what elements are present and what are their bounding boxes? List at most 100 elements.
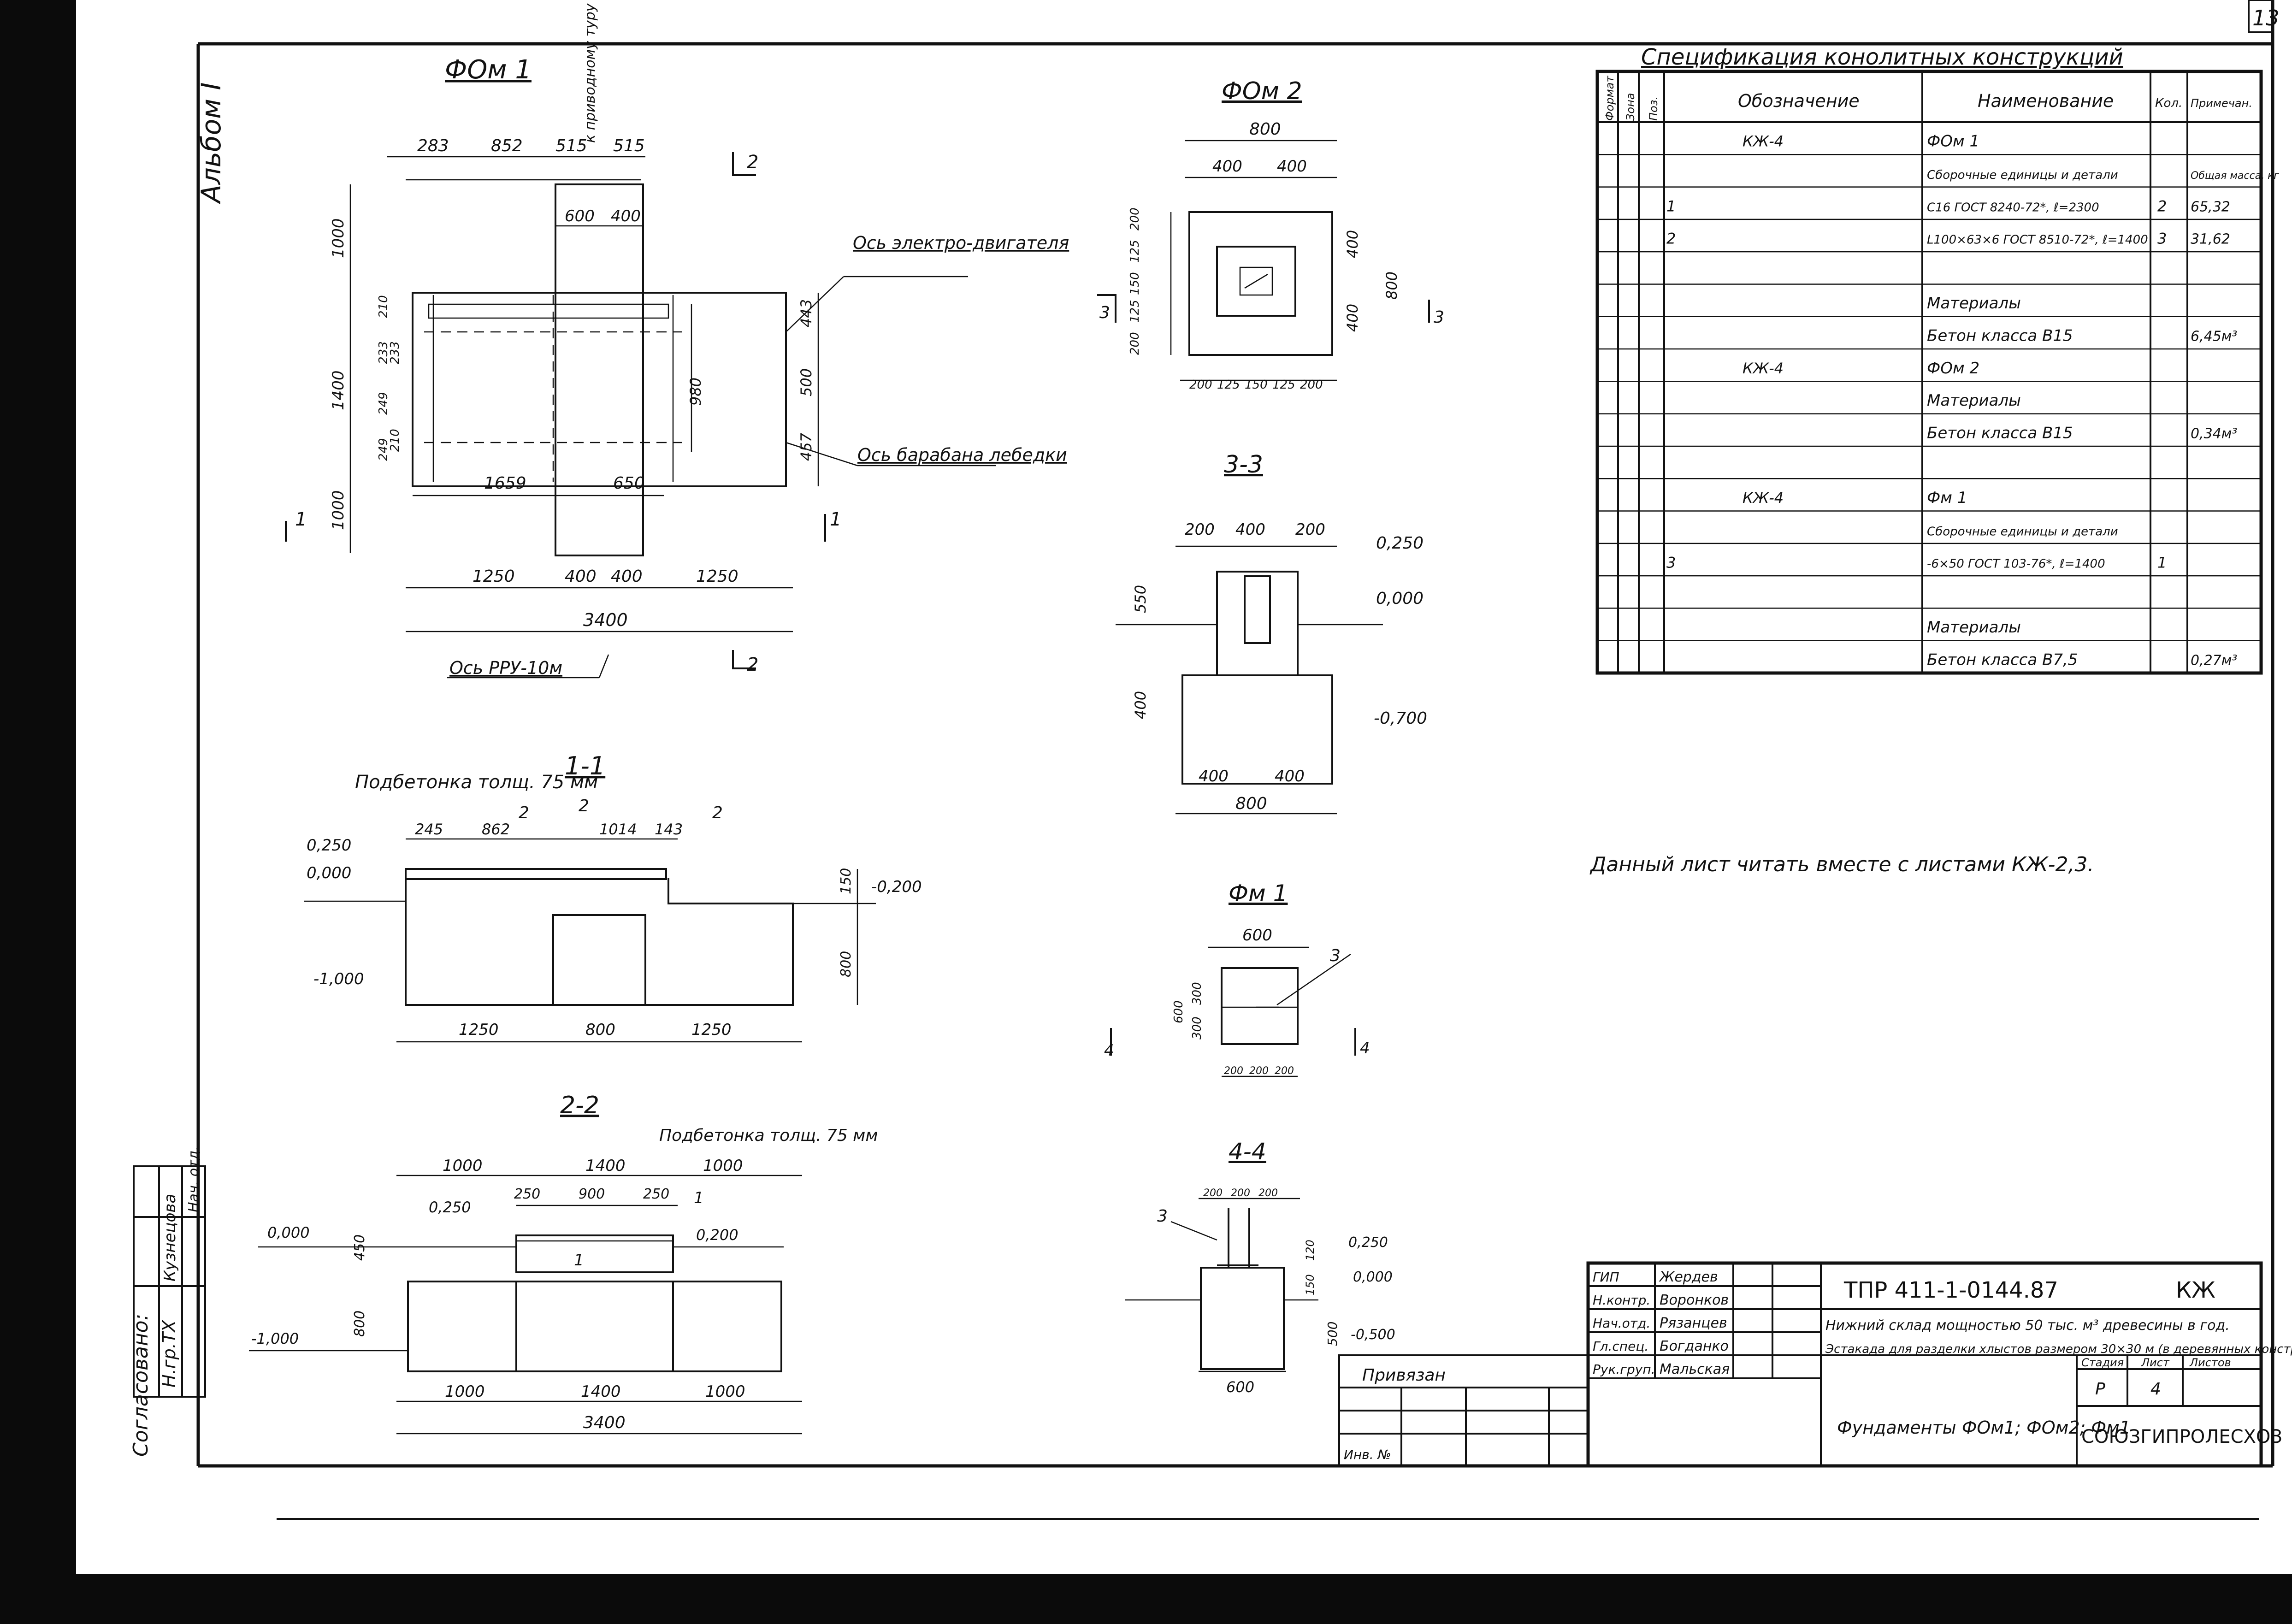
s44-bottom: 600 [1226, 1378, 1254, 1396]
tb-name-3: Рязанцев [1660, 1315, 1727, 1331]
spec-cell-code: КЖ-4 [1743, 133, 1784, 150]
fom2-right-total: 800 [1383, 272, 1400, 300]
fm1-bottom-1: 200 [1224, 1065, 1243, 1077]
tb-privyazan: Привязан [1362, 1366, 1446, 1385]
s44-level-1: 0,250 [1348, 1234, 1388, 1251]
section-mark-1-right: 1 [830, 509, 841, 530]
dim-axis-980: 980 [687, 378, 704, 406]
s11-bottom-1: 1250 [459, 1021, 499, 1039]
spec-cell-qty: 2 [2157, 197, 2167, 215]
approval-group: Н.гр.ТХ [159, 1320, 179, 1388]
s11-right-1: 150 [838, 868, 854, 894]
fm1-mark: 3 [1330, 946, 1341, 965]
section-mark-1-left: 1 [295, 509, 307, 530]
dim-inner-600: 600 [565, 207, 595, 225]
section-11: 1-1 Подбетонка толщ. 75 мм 2 2 2 245 862… [304, 751, 922, 1043]
approval-signature: Кузнецова [161, 1194, 179, 1281]
tb-sheet-label: Лист [2141, 1356, 2170, 1369]
plan-fom1-title: ФОм 1 [445, 55, 532, 85]
s33-bottom-2: 400 [1275, 767, 1305, 785]
spec-h-format: Формат [1603, 76, 1616, 121]
s44-mark: 3 [1157, 1207, 1168, 1226]
spec-cell-qty: 3 [2157, 230, 2167, 248]
s11-pos-3: 2 [712, 803, 723, 822]
spec-cell-note: 65,32 [2191, 199, 2230, 215]
tb-inv: Инв. № [1344, 1447, 1391, 1462]
section-mark-2-top: 2 [747, 152, 758, 173]
s11-level-3: -0,200 [871, 878, 922, 896]
dim-row-b-1: 1250 [473, 567, 515, 586]
s22-top-3: 1000 [703, 1157, 743, 1175]
fm1-bottom-2: 200 [1249, 1065, 1269, 1077]
fom2-left-4: 125 [1128, 300, 1142, 323]
axis-rru-note: Ось РРУ-10м [449, 658, 562, 678]
s33-top-2: 400 [1235, 520, 1265, 539]
spec-cell-note: Общая масса, кг [2191, 170, 2279, 182]
fom2-bottom-3: 150 [1245, 378, 1268, 392]
fom2-mark-left: 3 [1099, 303, 1110, 322]
dim-row-b-4: 1250 [696, 567, 738, 586]
s44-top-3: 200 [1258, 1187, 1278, 1199]
tb-mark: КЖ [2176, 1277, 2215, 1303]
s22-level-2: 0,000 [267, 1224, 310, 1241]
fom2-mark-right: 3 [1434, 308, 1444, 327]
spec-cell-name: Сборочные единицы и детали [1927, 525, 2118, 538]
dim-left-1000a: 1000 [329, 218, 348, 258]
fom2-left-3: 150 [1128, 272, 1142, 295]
s44-right-1: 120 [1304, 1240, 1317, 1261]
tb-role-2: Н.контр. [1593, 1293, 1650, 1308]
fm1-top-dim: 600 [1242, 926, 1272, 945]
s11-level-4: -1,000 [313, 970, 364, 988]
tb-sheet: 4 [2150, 1380, 2161, 1399]
spec-cell-name: Материалы [1927, 391, 2021, 410]
plan-fm1-title: Фм 1 [1229, 880, 1288, 907]
axis-motor-note: Ось электро-двигателя [853, 233, 1069, 253]
spec-cell-code: КЖ-4 [1743, 489, 1784, 507]
tb-role-1: ГИП [1593, 1270, 1619, 1285]
album-label: Альбом I [195, 83, 227, 205]
spec-cell-note: 0,34м³ [2191, 425, 2237, 442]
tb-org: СОЮЗГИПРОЛЕСХОЗ [2081, 1426, 2282, 1447]
fm1-bottom-3: 200 [1275, 1065, 1294, 1077]
spec-cell-note: 6,45м³ [2191, 328, 2237, 344]
tb-role-3: Нач.отд. [1593, 1316, 1650, 1331]
section-44: 4-4 200 200 200 3 0,250 0,000 -0,500 120… [1125, 1138, 1395, 1396]
approval-stamp: Согласовано: Н.гр.ТХ Кузнецова Нач. отд. [129, 1146, 206, 1457]
s11-bottom-2: 800 [585, 1021, 615, 1039]
spec-h-qty: Кол. [2155, 96, 2182, 110]
spec-cell-pos: 2 [1666, 230, 1676, 248]
s44-top-1: 200 [1203, 1187, 1223, 1199]
s11-pos-1: 2 [519, 803, 529, 822]
spec-table-title: Спецификация конолитных конструкций [1641, 44, 2123, 70]
fom2-bottom-1: 200 [1189, 378, 1212, 392]
s22-total: 3400 [583, 1413, 626, 1432]
s22-level-4: -1,000 [251, 1330, 299, 1347]
axis-drum-note: Ось барабана лебедки [857, 445, 1067, 465]
s33-level-1: 0,250 [1376, 534, 1424, 553]
tb-name-4: Богданко [1660, 1338, 1729, 1354]
fm1-section-right: 4 [1360, 1039, 1370, 1057]
dim-right-500: 500 [797, 368, 815, 396]
dim-small-3: 249 [377, 392, 390, 415]
sheet-frame [196, 0, 2274, 1520]
tb-drawing: Фундаменты ФОм1; ФОм2; Фм1 [1837, 1417, 2131, 1438]
s11-top-1: 245 [415, 821, 443, 838]
s33-top-1: 200 [1185, 520, 1215, 539]
fom2-top-dim: 800 [1249, 120, 1281, 139]
title-block: ГИП Н.контр. Нач.отд. Гл.спец. Рук.груп.… [1338, 1261, 2292, 1468]
tb-name-2: Воронков [1660, 1292, 1729, 1308]
plan-fom1-vertical-note: к приводному туру [582, 3, 598, 143]
dim-small-2: 233 [377, 341, 390, 364]
spec-cell-name: Материалы [1927, 294, 2021, 313]
s22-topping-label: Подбетонка толщ. 75 мм [659, 1126, 878, 1145]
s22-top-1: 1000 [443, 1157, 483, 1175]
section-44-title: 4-4 [1229, 1138, 1266, 1165]
s33-level-3: -0,700 [1374, 709, 1427, 728]
dim-small-6: 249 [377, 438, 390, 461]
s33-left-2: 400 [1132, 691, 1149, 719]
spec-cell-name: Бетон класса В7,5 [1927, 650, 2078, 669]
s11-bottom-3: 1250 [691, 1021, 732, 1039]
spec-cell-name: ФОм 2 [1927, 359, 1979, 378]
dim-top-3: 515 [555, 136, 587, 155]
spec-cell-name: ФОм 1 [1927, 132, 1979, 151]
